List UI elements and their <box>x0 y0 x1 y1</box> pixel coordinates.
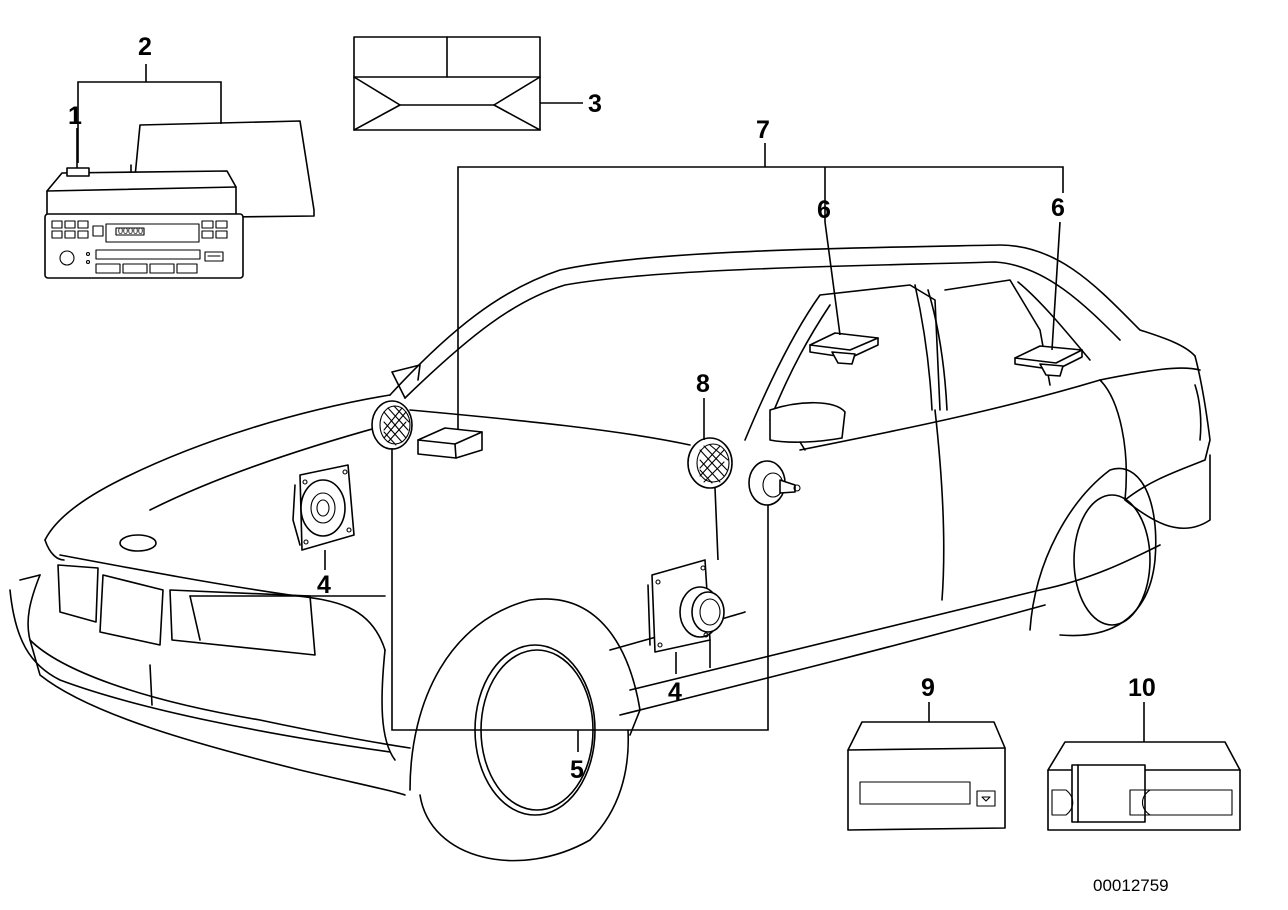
callout-4-right: 4 <box>668 678 682 706</box>
small-speaker-connector <box>748 460 801 506</box>
amplifier-box-small <box>417 427 483 459</box>
front-speaker-left <box>292 464 355 551</box>
callout-2: 2 <box>138 33 152 61</box>
tweeter-door <box>687 437 733 489</box>
svg-text:00000: 00000 <box>118 226 143 236</box>
callout-5: 5 <box>570 756 584 784</box>
callout-6-right: 6 <box>1051 194 1065 222</box>
callout-7: 7 <box>756 116 770 144</box>
car-body-outline <box>9 244 1211 862</box>
callout-10: 10 <box>1128 674 1156 702</box>
callout-3: 3 <box>588 90 602 118</box>
tweeter-left <box>371 400 413 450</box>
cd-player-unit <box>847 721 1006 831</box>
leader-lines <box>76 64 1145 752</box>
cd-changer-unit <box>1047 741 1241 831</box>
callout-4-left: 4 <box>317 571 331 599</box>
callout-1: 1 <box>68 102 82 130</box>
door-speaker <box>647 559 725 653</box>
document-number: 00012759 <box>1093 876 1169 895</box>
callout-9: 9 <box>921 674 935 702</box>
callout-6-left: 6 <box>817 196 831 224</box>
rear-shelf-speaker-left <box>809 332 879 365</box>
installation-kit-package <box>353 36 541 131</box>
callout-8: 8 <box>696 370 710 398</box>
rear-shelf-speaker-right <box>1014 345 1083 377</box>
callout-labels: 2 1 3 7 6 6 8 4 4 5 9 10 <box>68 33 1156 784</box>
radio-cassette-unit: 00000 <box>44 120 315 279</box>
